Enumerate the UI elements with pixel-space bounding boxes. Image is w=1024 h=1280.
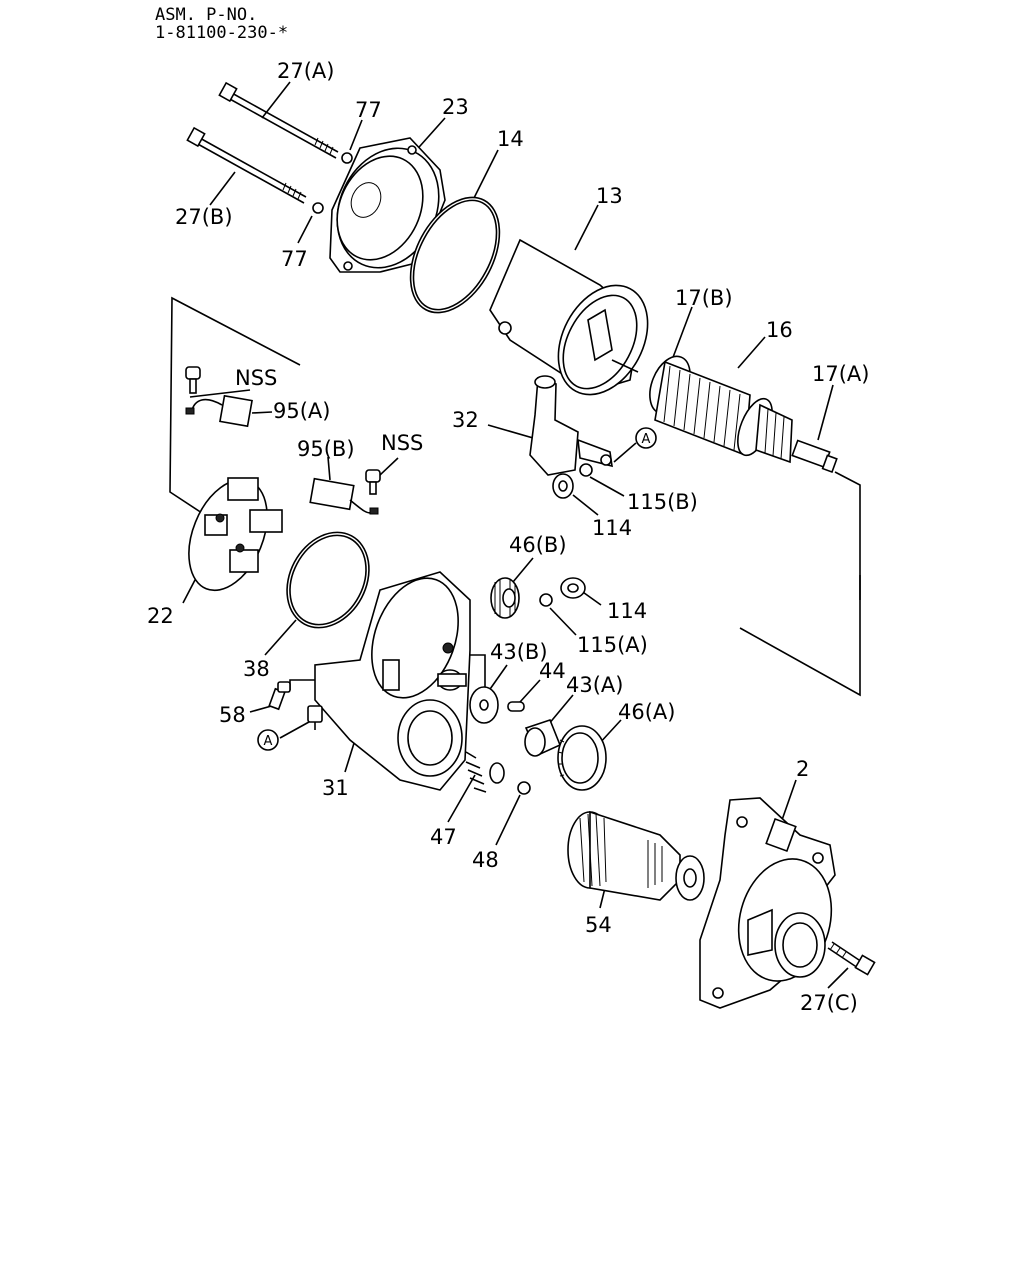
label-48: 48: [472, 848, 499, 872]
pinion-43a: [524, 719, 562, 757]
bolt-a-housing: [307, 705, 323, 730]
label-38: 38: [243, 657, 270, 681]
housing-31: [314, 571, 471, 791]
label-22: 22: [147, 604, 174, 628]
bolt-58: [268, 681, 291, 711]
reference-marker-a-upper: A: [635, 427, 657, 449]
washer-115b: [579, 463, 593, 477]
bolt-27c: [827, 941, 876, 976]
brush-95a: [185, 394, 253, 428]
label-nss-lower: NSS: [381, 431, 423, 455]
label-17b: 17(B): [675, 286, 733, 310]
brush-95b: [309, 477, 379, 515]
header-line-1: ASM. P-NO.: [155, 5, 258, 25]
label-47: 47: [430, 825, 457, 849]
label-58: 58: [219, 703, 246, 727]
washer-77-upper: [341, 152, 353, 164]
nss-screw-upper: [185, 366, 201, 394]
lever-32: [529, 375, 613, 476]
o-ring-38: [286, 531, 370, 629]
nut-114-upper: [552, 473, 574, 499]
through-bolt-27b: [186, 126, 307, 204]
label-54: 54: [585, 913, 612, 937]
yoke-13: [489, 238, 649, 396]
brush-holder-22: [188, 477, 283, 592]
washer-115a: [539, 593, 553, 607]
label-43a: 43(A): [566, 673, 623, 697]
label-115b: 115(B): [627, 490, 698, 514]
label-23: 23: [442, 95, 469, 119]
label-77-upper: 77: [355, 98, 382, 122]
label-14: 14: [497, 127, 524, 151]
label-17a: 17(A): [812, 362, 869, 386]
label-31: 31: [322, 776, 349, 800]
label-95a: 95(A): [273, 399, 330, 423]
gear-46b: [490, 577, 520, 619]
o-ring-14: [409, 196, 501, 314]
reference-marker-a-lower-text: A: [264, 734, 273, 749]
reference-marker-a-upper-text: A: [642, 432, 651, 447]
label-13: 13: [596, 184, 623, 208]
label-44: 44: [539, 659, 566, 683]
label-nss-upper: NSS: [235, 366, 277, 390]
label-27b: 27(B): [175, 205, 233, 229]
reference-marker-a-lower: A: [257, 729, 279, 751]
header-line-2: 1-81100-230-*: [155, 23, 289, 43]
label-27c: 27(C): [800, 991, 858, 1015]
spring-47: [465, 751, 505, 793]
clutch-assembly-54: [567, 810, 705, 901]
pin-44: [507, 701, 525, 712]
rear-cover-23: [329, 137, 446, 273]
label-46a: 46(A): [618, 700, 675, 724]
part-callout-labels: 27(A) 77 23 14 27(B) 13 77 17(B) 16 17(A…: [147, 59, 869, 1015]
label-95b: 95(B): [297, 437, 355, 461]
label-115a: 115(A): [577, 633, 648, 657]
assembly-part-number-header: ASM. P-NO. 1-81100-230-*: [155, 6, 288, 42]
through-bolt-27a: [218, 81, 339, 159]
label-77-lower: 77: [281, 247, 308, 271]
armature-16: [649, 355, 838, 474]
washer-43b: [469, 686, 499, 724]
nss-screw-lower: [365, 469, 381, 495]
label-43b: 43(B): [490, 640, 548, 664]
leader-lines: [182, 81, 849, 989]
label-16: 16: [766, 318, 793, 342]
ball-48: [517, 781, 531, 795]
label-2: 2: [796, 757, 809, 781]
front-housing-2: [699, 797, 836, 1009]
label-114-upper: 114: [592, 516, 632, 540]
assembly-bracket-lines: [169, 296, 861, 697]
label-27a: 27(A): [277, 59, 334, 83]
washer-77-lower: [312, 202, 324, 214]
label-114-lower: 114: [607, 599, 647, 623]
label-32: 32: [452, 408, 479, 432]
gear-46a: [557, 725, 607, 791]
label-46b: 46(B): [509, 533, 567, 557]
nut-114-lower: [560, 577, 586, 599]
